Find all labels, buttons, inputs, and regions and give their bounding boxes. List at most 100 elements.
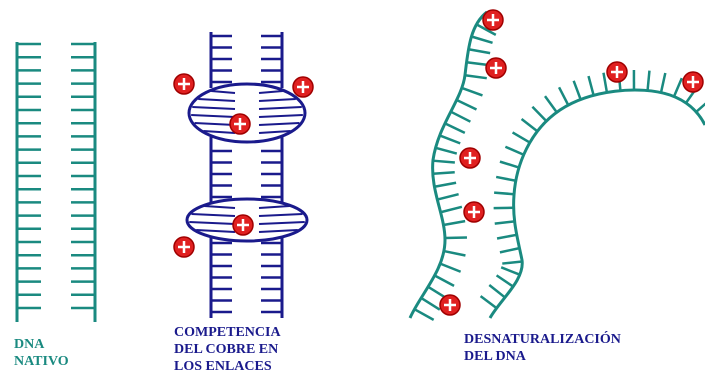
denatured-curved-base-tick — [497, 235, 517, 239]
native-dna-double-strand — [17, 42, 95, 322]
denatured-left-base-tick — [440, 264, 460, 272]
denatured-left-base-tick — [471, 36, 492, 42]
upper-denaturation-bubble-left-tick — [191, 115, 235, 117]
copper-dna-right-strand — [261, 32, 282, 318]
denatured-left-base-tick — [414, 309, 433, 320]
native-dna-label-line-2: NATIVO — [14, 353, 69, 370]
upper-denaturation-bubble — [189, 84, 305, 142]
denatured-left-base-tick — [421, 298, 440, 310]
denatured-curved-base-tick — [502, 261, 522, 263]
denatured-curved-base-tick — [589, 76, 594, 95]
denatured-dna-strands — [410, 12, 705, 320]
denatured-curved-base-tick — [559, 87, 568, 105]
denatured-curved-base-tick — [513, 132, 530, 142]
upper-denaturation-bubble-left-tick — [192, 107, 235, 109]
copper-label-line-3: LOS ENLACES — [174, 358, 281, 375]
denaturation-label-line-1: DESNATURALIZACIÓN — [464, 331, 621, 348]
copper-dna-left-strand — [211, 32, 232, 318]
denatured-curved-base-tick — [648, 71, 650, 91]
lower-denaturation-bubble-right-tick — [259, 230, 298, 232]
copper-ion-denatured-lower — [464, 202, 484, 222]
copper-ion-copper-left-bottom — [174, 237, 194, 257]
lower-denaturation-bubble-left-tick — [204, 206, 235, 208]
copper-ion-denatured-top — [483, 10, 503, 30]
upper-denaturation-bubble-left-tick — [211, 91, 235, 93]
copper-ion-upper-bubble — [230, 114, 250, 134]
lower-denaturation-bubble-right-tick — [259, 214, 302, 216]
copper-ion-denatured-bottom — [440, 295, 460, 315]
native-dna-right-strand — [71, 42, 95, 322]
denatured-left-base-tick — [440, 135, 461, 143]
lower-denaturation-bubble-left-tick — [189, 222, 235, 224]
copper-ion-denatured-upper — [486, 58, 506, 78]
native-dna-left-strand — [17, 42, 41, 322]
copper-competition-label: COMPETENCIA DEL COBRE EN LOS ENLACES — [174, 324, 281, 375]
denatured-curved-base-tick — [481, 296, 497, 308]
copper-bound-dna — [187, 32, 307, 318]
denaturation-label: DESNATURALIZACIÓN DEL DNA — [464, 331, 621, 365]
copper-ion-copper-left-top — [174, 74, 194, 94]
denatured-left-base-tick — [465, 75, 487, 78]
denatured-curved-base-tick — [532, 107, 546, 121]
lower-denaturation-bubble-left-tick — [192, 214, 235, 216]
upper-denaturation-bubble-left-tick — [198, 99, 235, 101]
denatured-left-base-tick — [468, 49, 490, 53]
denatured-curved-base-tick — [603, 73, 606, 93]
denatured-curved-base-tick — [661, 73, 665, 93]
denatured-curved-base-tick — [501, 267, 520, 274]
denatured-left-base-tick — [444, 251, 466, 255]
denatured-left-base-tick — [441, 207, 462, 212]
denatured-left-base-tick — [435, 276, 454, 286]
upper-denaturation-bubble-right-tick — [259, 131, 290, 133]
denatured-curved-base-tick — [500, 248, 520, 252]
upper-denaturation-bubble-left-tick — [204, 131, 235, 133]
copper-label-line-1: COMPETENCIA — [174, 324, 281, 341]
native-dna-label-line-1: DNA — [14, 336, 69, 353]
denatured-curved-base-tick — [574, 81, 581, 100]
copper-ion-denatured-right-edge — [683, 72, 703, 92]
denatured-curved-base-tick — [674, 78, 682, 96]
upper-denaturation-bubble-left-tick — [195, 123, 235, 125]
denatured-left-base-tick — [437, 194, 458, 199]
copper-label-line-2: DEL COBRE EN — [174, 341, 281, 358]
upper-denaturation-bubble-right-tick — [259, 91, 283, 93]
denatured-left-base-tick — [457, 100, 477, 110]
copper-ion-denatured-middle — [460, 148, 480, 168]
upper-denaturation-bubble-right-tick — [259, 123, 299, 125]
denatured-left-base-tick — [445, 123, 465, 132]
lower-denaturation-bubble-right-tick — [259, 206, 290, 208]
denatured-left-base-tick — [451, 112, 471, 122]
denatured-curved-base-tick — [495, 221, 515, 223]
denatured-curved-base-tick — [494, 193, 514, 195]
lower-denaturation-bubble-right-tick — [259, 222, 305, 224]
upper-denaturation-bubble-right-tick — [259, 99, 296, 101]
denatured-curved-base-tick — [489, 285, 505, 297]
denatured-curved-base-tick — [522, 119, 538, 131]
copper-ion-lower-bubble — [233, 215, 253, 235]
denatured-curved-base-tick — [545, 96, 557, 112]
upper-denaturation-bubble-right-tick — [259, 107, 302, 109]
denatured-left-base-tick — [434, 183, 456, 187]
denatured-curved-base-tick — [497, 275, 514, 286]
denatured-dna-base-ticks — [414, 24, 705, 319]
denatured-left-base-tick — [443, 221, 465, 225]
denaturation-label-line-2: DEL DNA — [464, 348, 621, 365]
denatured-curved-base-tick — [496, 177, 516, 181]
copper-ion-denatured-arc — [607, 62, 627, 82]
denatured-left-base-tick — [467, 62, 489, 65]
denatured-curved-base-tick — [505, 147, 523, 155]
denatured-curved-base-tick — [500, 162, 519, 168]
denatured-dna-curved-strand — [490, 90, 705, 318]
upper-denaturation-bubble-right-tick — [259, 115, 303, 117]
denatured-left-base-tick — [433, 172, 455, 174]
denatured-left-base-tick — [433, 161, 455, 163]
copper-ion-copper-right-top — [293, 77, 313, 97]
upper-denaturation-bubble-outline — [189, 84, 305, 142]
denatured-left-base-tick — [462, 88, 483, 96]
native-dna-label: DNA NATIVO — [14, 336, 69, 370]
denatured-curved-base-tick — [696, 99, 705, 112]
denatured-left-base-tick — [436, 148, 457, 154]
lower-denaturation-bubble-left-tick — [196, 230, 235, 232]
